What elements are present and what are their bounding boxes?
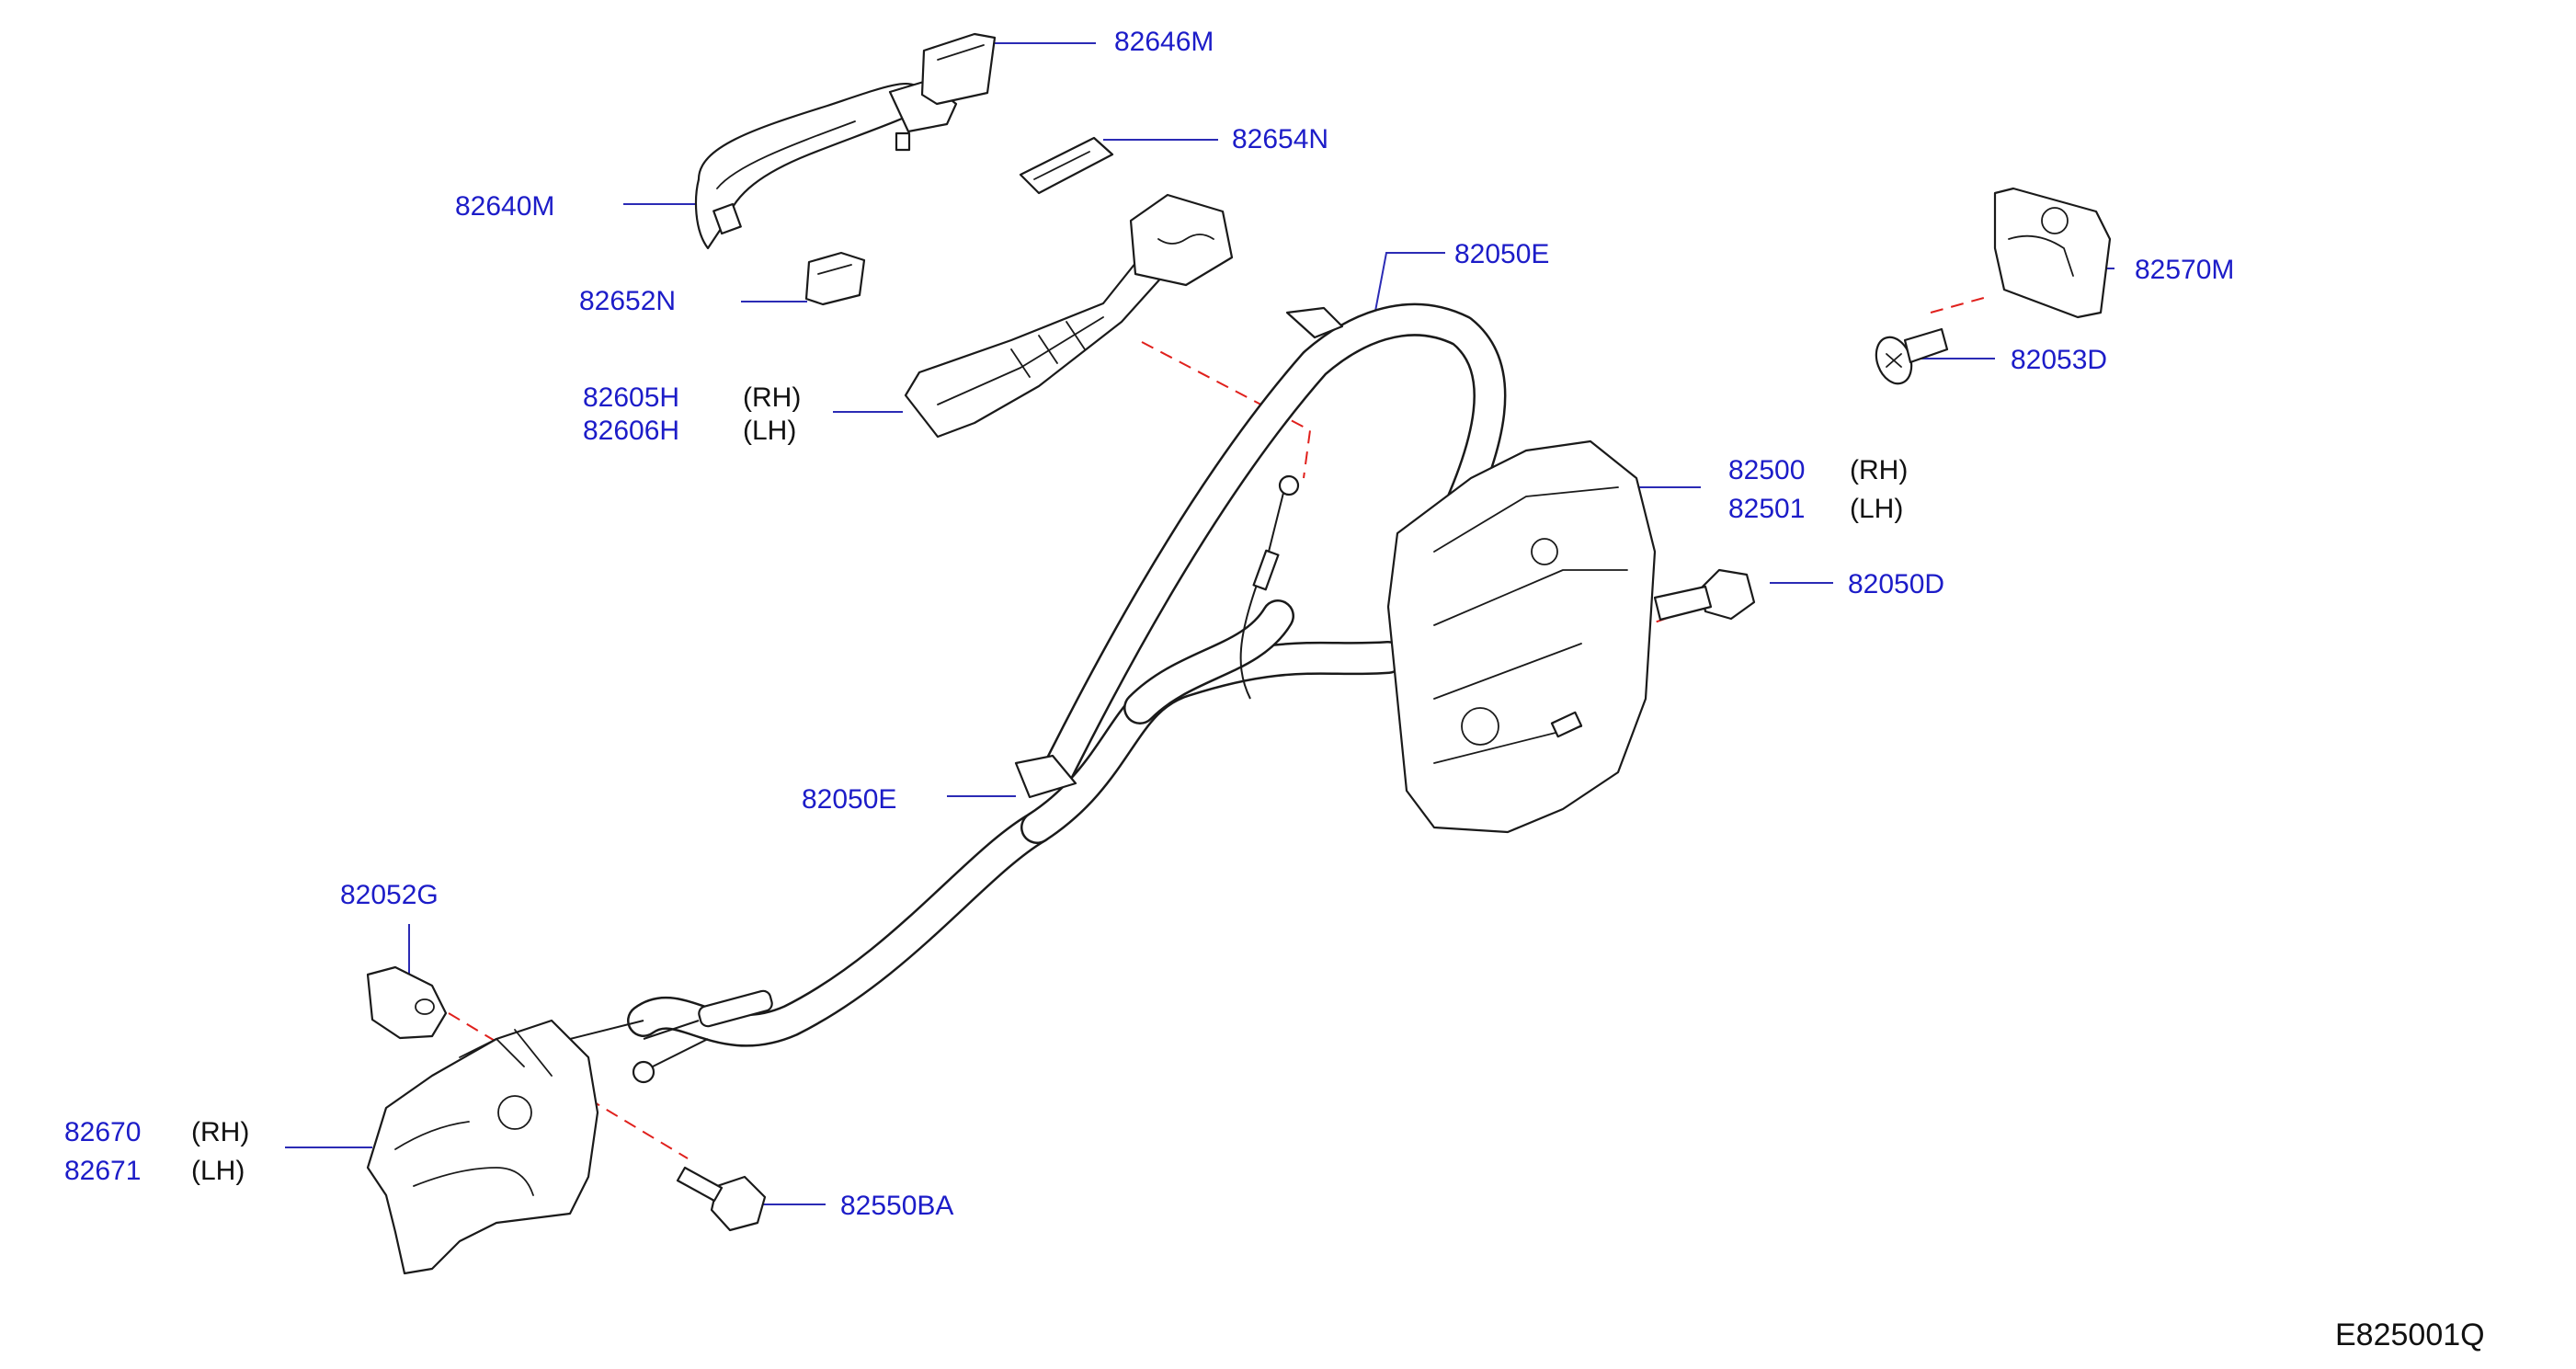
cable-assembly <box>532 302 1507 1084</box>
callout-82052G: 82052G <box>340 880 439 910</box>
callout-82640M: 82640M <box>455 191 555 222</box>
callout-82053D: 82053D <box>2011 345 2108 375</box>
handle-bolt-part <box>676 1166 767 1232</box>
callout-82654N: 82654N <box>1232 124 1329 154</box>
callout-82670: 82670 <box>64 1117 142 1147</box>
callout-82550BA: 82550BA <box>840 1191 954 1221</box>
door-lock-part <box>1386 439 1657 834</box>
callout-82606H-side: (LH) <box>743 416 797 446</box>
callout-82671-side: (LH) <box>191 1156 245 1186</box>
callout-82501: 82501 <box>1728 494 1806 524</box>
clip-part <box>366 965 448 1040</box>
outside-handle-part <box>694 79 958 250</box>
callout-82500-side: (RH) <box>1850 455 1909 485</box>
inside-handle-part <box>366 1019 599 1275</box>
callout-82501-side: (LH) <box>1850 494 1904 524</box>
escutcheon-part <box>804 251 866 306</box>
striker-part <box>1993 187 2112 319</box>
callout-82570M: 82570M <box>2135 255 2235 285</box>
callout-82605H-side: (RH) <box>743 382 802 413</box>
callout-82671: 82671 <box>64 1156 142 1186</box>
handle-gasket-part <box>1019 136 1114 195</box>
callout-82050D: 82050D <box>1848 569 1945 599</box>
callout-82652N: 82652N <box>579 286 677 316</box>
callout-82646M: 82646M <box>1114 27 1214 57</box>
lock-screw-part <box>1653 568 1756 622</box>
striker-screw-part <box>1875 327 1949 385</box>
callout-82050E-lower: 82050E <box>802 784 897 815</box>
handle-cap-part <box>920 32 997 106</box>
handle-bracket-part <box>904 193 1234 439</box>
callout-82500: 82500 <box>1728 455 1806 485</box>
diagram-code: E825001Q <box>2335 1318 2485 1352</box>
callout-82050E-upper: 82050E <box>1454 239 1550 269</box>
callout-82606H: 82606H <box>583 416 680 446</box>
callout-82605H: 82605H <box>583 382 680 413</box>
callout-82670-side: (RH) <box>191 1117 250 1147</box>
